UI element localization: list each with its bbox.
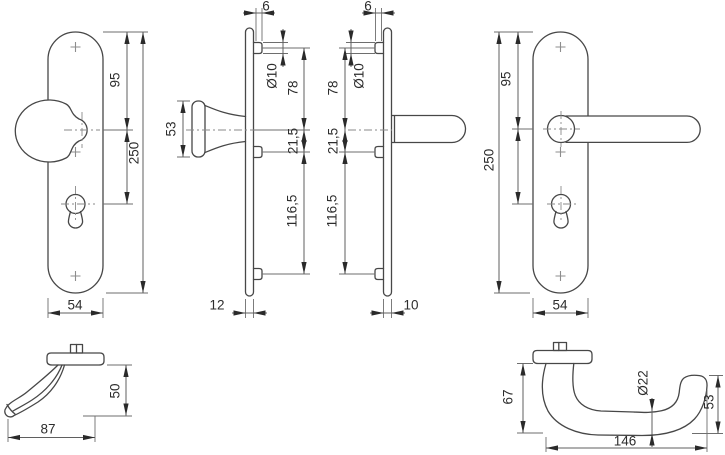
- screw-marks: [555, 42, 566, 281]
- fig-lever-plate-front: 95 250 54: [482, 31, 701, 318]
- plate-profile: [382, 27, 393, 297]
- fig-knob-side: 53 6 Ø10 78 21,5 116,5 12: [164, 0, 310, 318]
- grip-contour: [6, 364, 63, 415]
- fig-lever-side: 6 Ø10 78 21,5 116,5 10: [325, 0, 467, 318]
- fig-knob-grip-profile: 50 87: [4, 343, 132, 442]
- dim-label-95: 95: [499, 71, 514, 86]
- dim-label-6: 6: [262, 0, 270, 14]
- dim-label-250: 250: [482, 149, 497, 172]
- dim-label-6: 6: [364, 0, 372, 14]
- dimension-lines: [48, 32, 146, 316]
- dimension-lines: [8, 365, 129, 441]
- knob-neck-profile: [204, 104, 247, 154]
- fig-knob-plate-front: 95 250 54: [14, 31, 148, 318]
- dim-label-12: 12: [209, 298, 224, 313]
- knob-outline: [14, 99, 88, 163]
- dim-label-50: 50: [108, 383, 123, 398]
- dim-label-53: 53: [702, 394, 717, 409]
- lever-bar-outline: [565, 115, 701, 144]
- dim-label-21-5: 21,5: [286, 128, 301, 154]
- mount-cap: [532, 349, 593, 365]
- lever-profile: [391, 114, 467, 144]
- mount-cap: [46, 352, 105, 366]
- cylinder-centerline: [547, 186, 577, 220]
- plate-profile: [244, 27, 255, 297]
- extension-lines: [7, 364, 132, 442]
- lever-centerline: [543, 111, 580, 147]
- dim-label-54: 54: [552, 298, 568, 313]
- dim-label-250: 250: [127, 142, 142, 165]
- dim-label-78: 78: [326, 80, 341, 95]
- dim-label-116-5: 116,5: [325, 195, 340, 228]
- dimension-lines: [342, 10, 405, 316]
- dim-label-10: 10: [403, 298, 418, 313]
- screw-marks: [70, 42, 81, 281]
- dim-label-87: 87: [40, 422, 55, 437]
- dimension-lines: [520, 363, 721, 451]
- grip-outline: [541, 362, 708, 437]
- cylinder-keyway: [553, 210, 569, 229]
- dim-label-d10: Ø10: [352, 63, 367, 89]
- lever-bar-fill: [566, 116, 701, 143]
- dim-label-146: 146: [614, 434, 637, 449]
- cylinder-keyway: [67, 210, 84, 229]
- knob-centerline: [64, 112, 100, 148]
- dim-label-21-5: 21,5: [326, 128, 341, 154]
- dim-label-d22: Ø22: [636, 370, 651, 396]
- grip-outline: [4, 364, 66, 418]
- dim-label-116-5: 116,5: [285, 195, 300, 228]
- dimension-lines: [496, 32, 588, 316]
- cylinder-centerline: [61, 186, 95, 220]
- dim-label-67: 67: [501, 389, 516, 404]
- dim-label-d10: Ø10: [265, 63, 280, 89]
- plate-outline: [532, 31, 589, 294]
- fig-lever-top-view: 67 Ø22 53 146: [501, 341, 723, 452]
- dim-label-78: 78: [286, 80, 301, 95]
- dim-label-54: 54: [67, 298, 83, 313]
- knob-cap-profile: [191, 100, 206, 158]
- dimension-lines: [180, 10, 307, 316]
- dim-label-53: 53: [164, 121, 179, 136]
- dim-label-95: 95: [108, 72, 123, 87]
- extension-lines: [494, 31, 589, 318]
